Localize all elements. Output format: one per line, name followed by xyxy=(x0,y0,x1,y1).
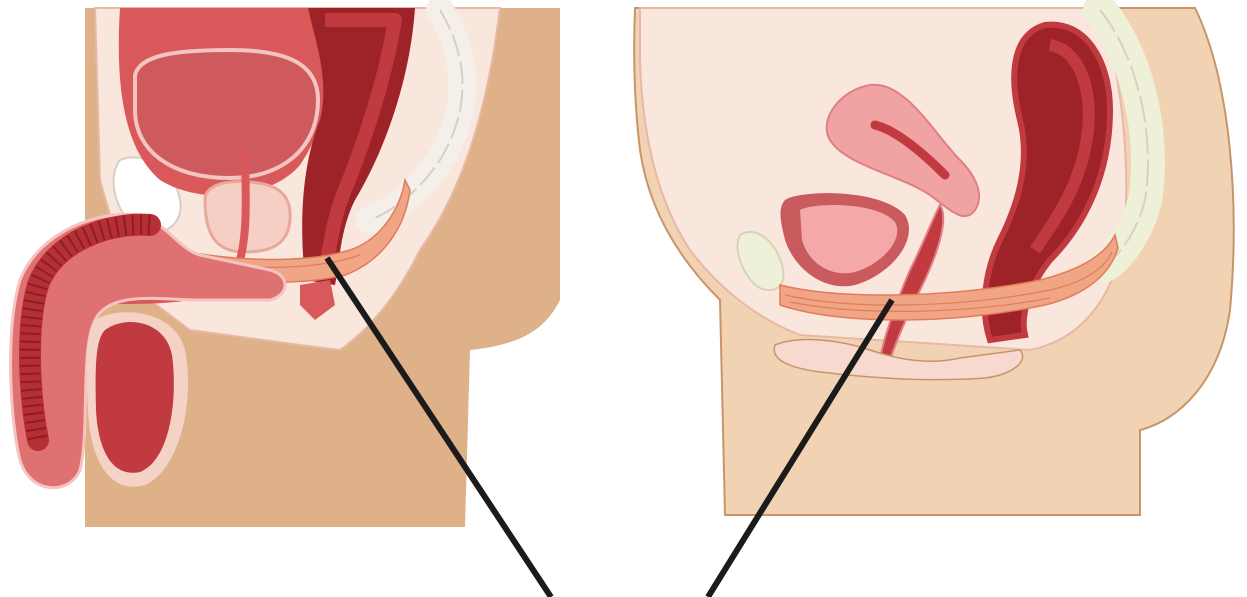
female-pelvis-section xyxy=(634,8,1233,515)
male-bladder xyxy=(135,50,318,178)
male-pelvis-section xyxy=(11,8,560,527)
